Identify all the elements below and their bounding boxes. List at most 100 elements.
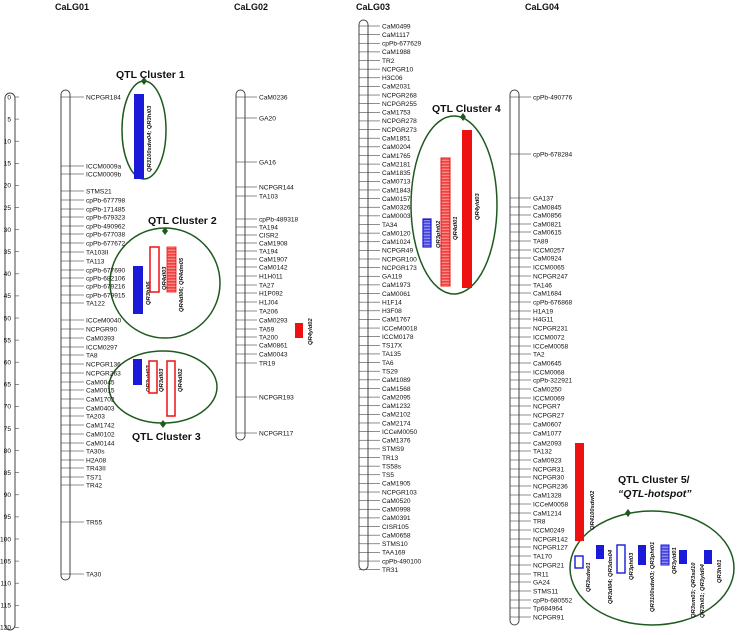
qtl-bar xyxy=(704,550,712,564)
marker-label: CaM0607 xyxy=(533,421,562,428)
marker-label: NCPGR236 xyxy=(533,483,568,490)
marker-label: H3C06 xyxy=(382,75,403,82)
scale-tick-label: 50 xyxy=(4,315,12,322)
qtl-label: QR4dl03 xyxy=(162,266,168,290)
marker-label: ICCeM0018 xyxy=(382,325,418,332)
marker-label: NCPGR31 xyxy=(533,466,564,473)
marker-label: CaM0615 xyxy=(533,229,562,236)
qtl-bar xyxy=(660,544,670,566)
marker-label: CaM0645 xyxy=(533,360,562,367)
lg03-title: CaLG03 xyxy=(356,2,390,12)
lg02-title: CaLG02 xyxy=(234,2,268,12)
marker-label: CaM0043 xyxy=(259,351,288,358)
qtl-label: QR3sdw01 xyxy=(586,562,592,592)
marker-label: NCPGR27 xyxy=(533,412,564,419)
marker-label: STMS10 xyxy=(382,541,408,548)
qtl-label: QR4dl06; QR4dm05 xyxy=(179,257,185,312)
marker-label: cpPb-677672 xyxy=(86,240,126,247)
marker-label: NCPGR247 xyxy=(533,273,568,280)
marker-label: CaM2102 xyxy=(382,412,411,419)
marker-label: NCPGR136 xyxy=(86,361,121,368)
marker-label: CaM2031 xyxy=(382,84,411,91)
marker-label: NCPGR90 xyxy=(86,326,117,333)
marker-label: TA34 xyxy=(382,222,398,229)
marker-label: CaM1328 xyxy=(533,492,562,499)
cluster2-pin-icon xyxy=(162,227,168,235)
marker-label: CaM0102 xyxy=(86,431,115,438)
marker-label: NCPGR10 xyxy=(382,66,413,73)
qtl-bar xyxy=(133,359,142,385)
marker-label: CaM0045 xyxy=(86,379,115,386)
scale-tick-label: 10 xyxy=(4,139,12,146)
marker-label: CaM0520 xyxy=(382,498,411,505)
marker-label: cpPb-677629 xyxy=(382,41,422,48)
qtl-label: QR4yld02 xyxy=(308,317,314,345)
qtl-label: QR3pht03 xyxy=(629,552,635,580)
marker-label: CaM1767 xyxy=(382,317,411,324)
marker-label: STMS11 xyxy=(533,588,558,595)
lg03-tick-lines xyxy=(359,25,380,570)
marker-label: TA30s xyxy=(86,448,105,455)
marker-label: CaM0003 xyxy=(382,213,411,220)
marker-label: CaM2181 xyxy=(382,161,411,168)
marker-label: ICCeM0058 xyxy=(533,343,569,350)
marker-label: TA194 xyxy=(259,224,278,231)
marker-label: TR19 xyxy=(259,360,275,367)
qtl-label: QR3pht02 xyxy=(436,220,442,248)
marker-label: cpPb-677038 xyxy=(86,231,126,238)
marker-label: CaM1973 xyxy=(382,282,411,289)
scale-tick-label: 80 xyxy=(4,448,12,455)
cluster5-label-line2: “QTL-hotspot” xyxy=(618,488,692,500)
marker-label: cpPb-679216 xyxy=(86,283,126,290)
marker-label: TR31 xyxy=(382,567,398,574)
qtl-bar xyxy=(149,246,160,293)
marker-label: CISR2 xyxy=(259,232,279,239)
cluster5-ellipse xyxy=(569,510,735,626)
marker-label: NCPGR127 xyxy=(533,544,568,551)
marker-label: CaM1024 xyxy=(382,239,411,246)
marker-label: cpPb-678284 xyxy=(533,151,573,158)
marker-label: NCPGR103 xyxy=(382,489,417,496)
scale-tick-label: 105 xyxy=(0,558,11,565)
marker-label: NCPGR117 xyxy=(259,430,294,437)
scale-tick-label: 70 xyxy=(4,404,12,411)
marker-label: ICCM0178 xyxy=(382,334,414,341)
marker-label: TR43II xyxy=(86,465,106,472)
marker-label: TA27 xyxy=(259,282,275,289)
marker-label: GA20 xyxy=(259,115,276,122)
marker-label: CaM0250 xyxy=(533,386,562,393)
marker-label: TAA169 xyxy=(382,550,406,557)
qtl-label: QR4dl01 xyxy=(453,216,459,240)
marker-label: TR2 xyxy=(382,58,395,65)
marker-label: CaM0236 xyxy=(259,94,288,101)
marker-label: TA146 xyxy=(533,282,552,289)
scale-tick-label: 65 xyxy=(4,382,12,389)
marker-label: CaM1742 xyxy=(86,422,115,429)
marker-label: NCPGR231 xyxy=(533,325,568,332)
marker-label: CaM1684 xyxy=(533,290,562,297)
marker-label: CaM0120 xyxy=(382,230,411,237)
marker-label: H1J04 xyxy=(259,299,278,306)
cluster1-label: QTL Cluster 1 xyxy=(116,69,185,81)
marker-label: NCPGR273 xyxy=(382,127,417,134)
qtl-bar xyxy=(575,443,584,541)
marker-label: GA119 xyxy=(382,274,402,281)
marker-label: CaM1376 xyxy=(382,438,411,445)
cluster1-pin-icon xyxy=(141,77,147,85)
marker-label: TA2 xyxy=(533,351,545,358)
marker-label: CaM1077 xyxy=(533,430,562,437)
marker-label: TR8 xyxy=(533,518,546,525)
qtl-bar xyxy=(574,555,584,569)
lg04-tick-lines xyxy=(510,96,531,618)
marker-label: TA103 xyxy=(259,193,278,200)
scale-tick-label: 25 xyxy=(4,205,12,212)
qtl-bar xyxy=(422,218,432,248)
lg03-chromosome xyxy=(358,19,369,571)
qtl-label: QR4yld03 xyxy=(475,192,481,220)
scale-tick-label: 5 xyxy=(7,116,11,123)
qtl-bar xyxy=(148,360,158,394)
marker-label: TS17X xyxy=(382,343,403,350)
scale-tick-label: 110 xyxy=(0,581,11,588)
marker-label: TR11 xyxy=(533,571,549,578)
